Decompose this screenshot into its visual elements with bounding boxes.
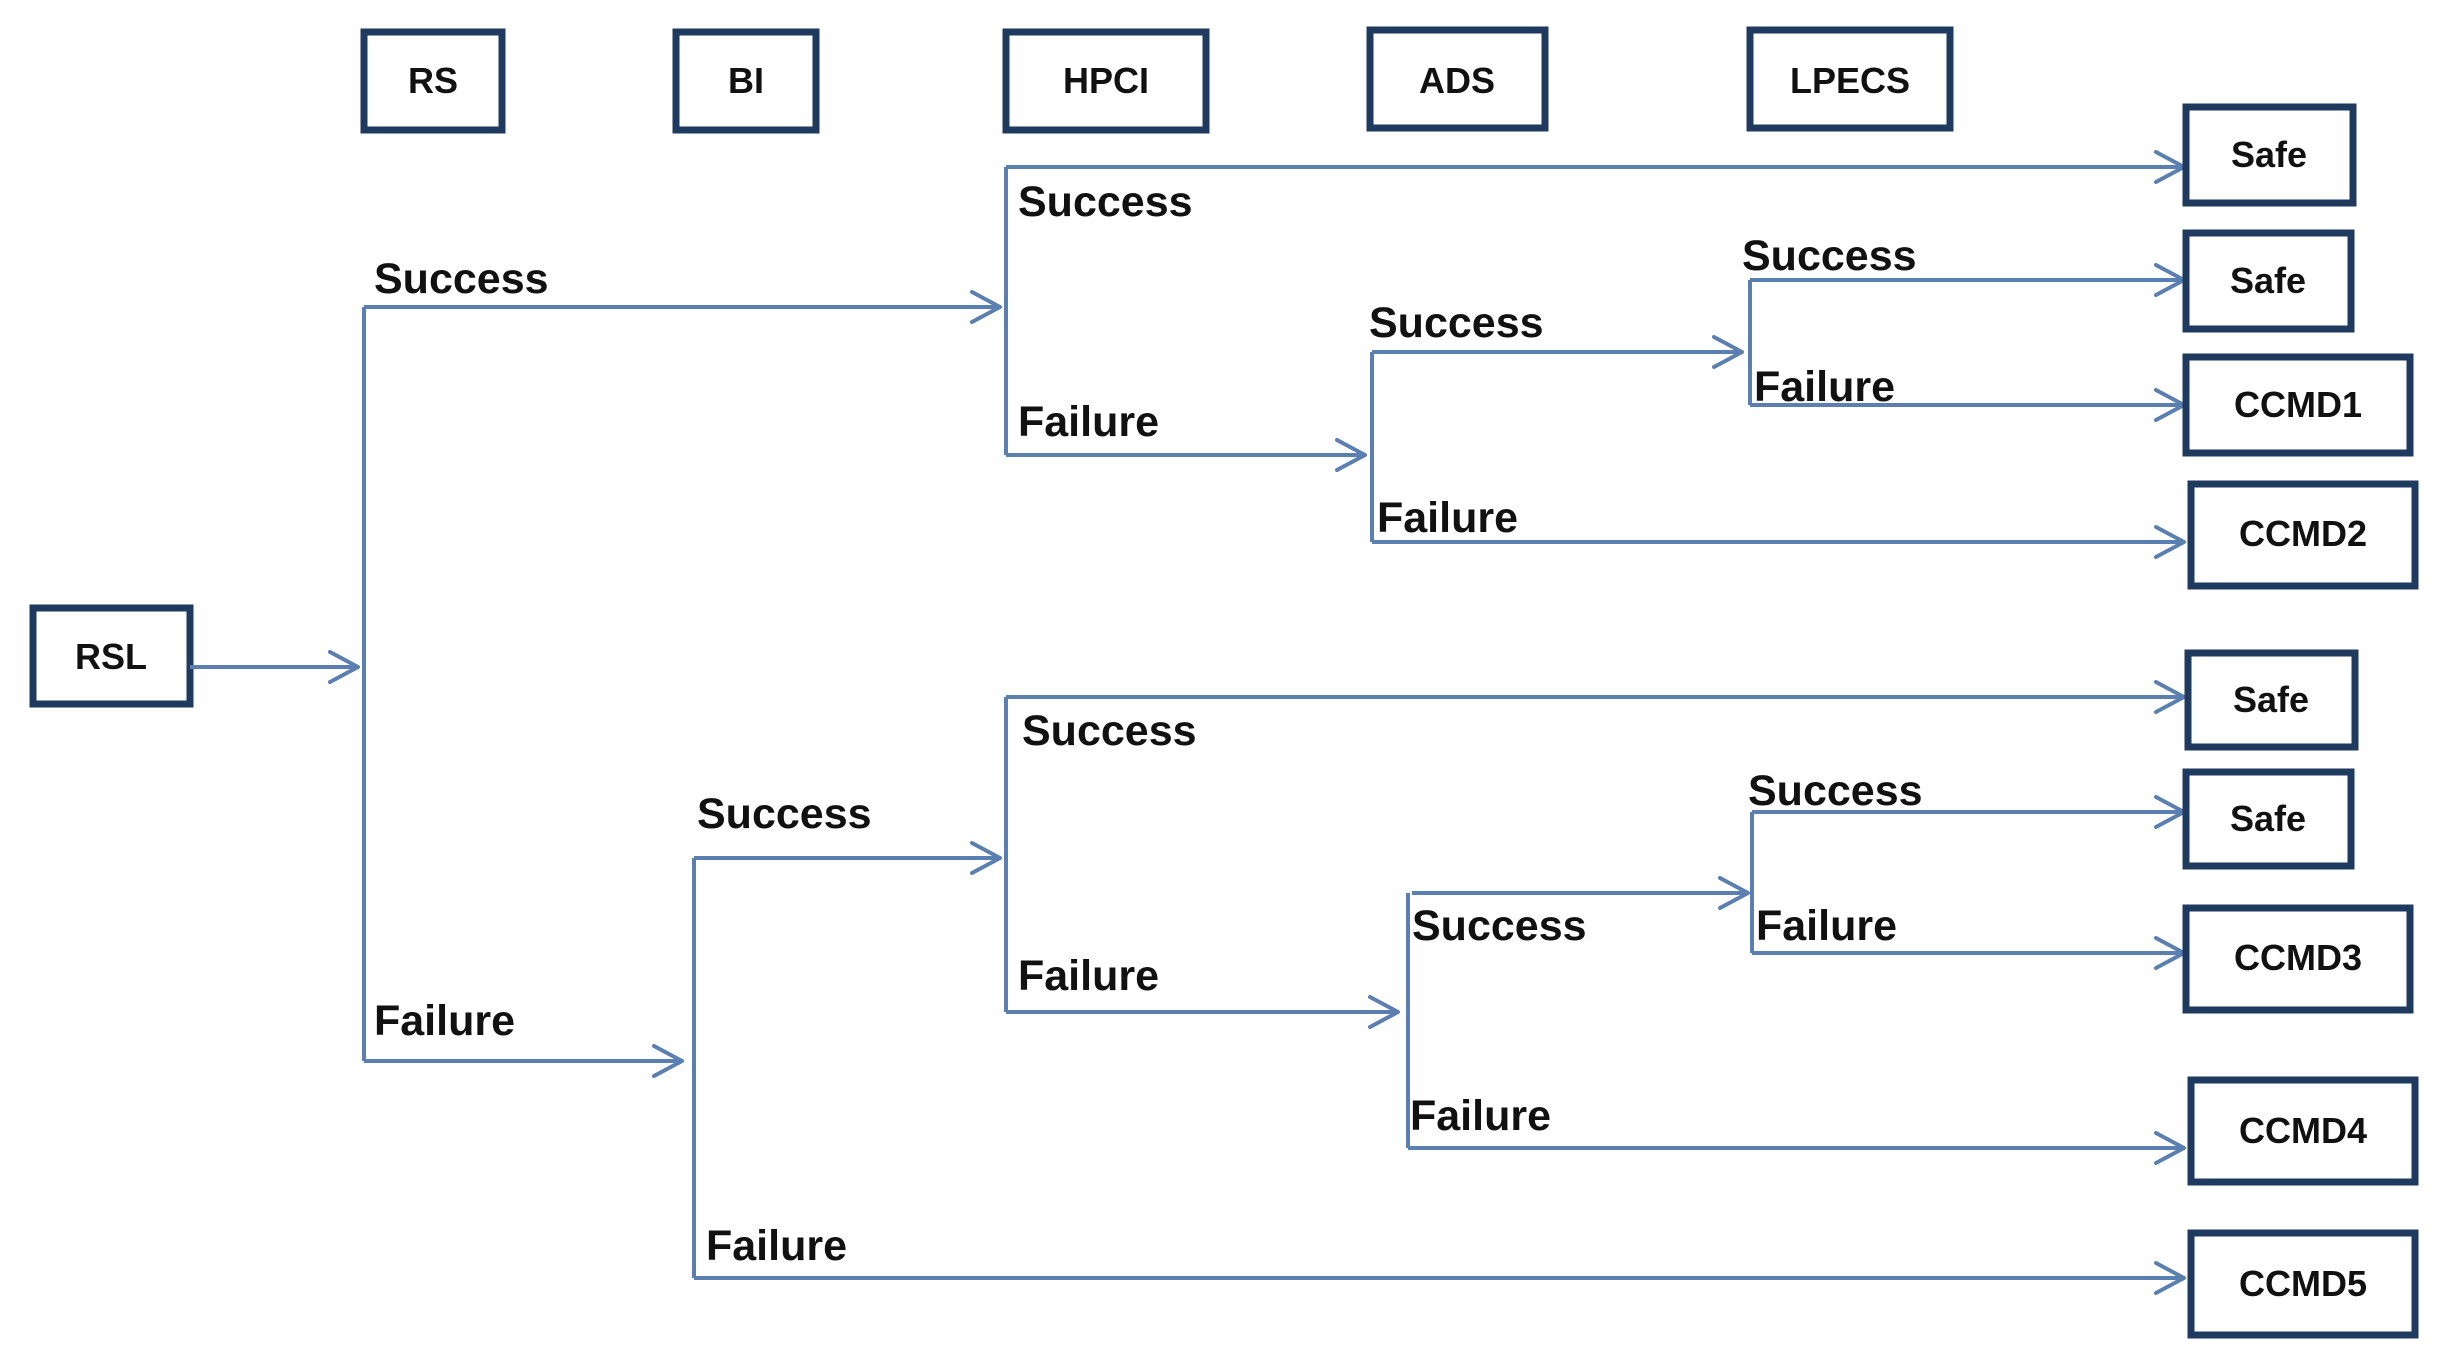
- outcome-7-label: CCMD3: [2234, 937, 2362, 978]
- arrow-ads-failure-top: [2154, 525, 2186, 559]
- label-rs-success: Success: [374, 255, 549, 303]
- header-rs: RS: [360, 28, 506, 134]
- header-bi: BI: [672, 28, 820, 134]
- header-ads-label: ADS: [1419, 60, 1495, 101]
- arrow-hpci-failure-bottom: [1368, 995, 1400, 1029]
- outcome-3: CCMD1: [2182, 353, 2414, 457]
- arrow-hpci-success-bottom: [2154, 680, 2186, 714]
- label-ads-failure-bottom: Failure: [1410, 1092, 1551, 1140]
- arrow-ads-success-top: [1712, 335, 1744, 369]
- arrow-rs-failure: [652, 1044, 684, 1078]
- label-hpci-failure-bottom: Failure: [1018, 952, 1159, 1000]
- outcome-7: CCMD3: [2182, 904, 2414, 1014]
- header-hpci-label: HPCI: [1063, 60, 1149, 101]
- header-ads: ADS: [1366, 26, 1549, 132]
- outcome-1: Safe: [2182, 103, 2357, 207]
- outcome-2-label: Safe: [2230, 260, 2306, 301]
- label-lpecs-success-top: Success: [1742, 232, 1917, 280]
- arrowheads: [328, 150, 2186, 1295]
- outcome-6-label: Safe: [2230, 798, 2306, 839]
- label-bi-success: Success: [697, 790, 872, 838]
- outcome-9: CCMD5: [2187, 1229, 2419, 1339]
- label-hpci-failure-top: Failure: [1018, 398, 1159, 446]
- outcome-9-label: CCMD5: [2239, 1263, 2367, 1304]
- outcome-2: Safe: [2182, 229, 2355, 333]
- tree-lines: [190, 165, 2184, 1280]
- arrow-bi-success: [970, 841, 1002, 875]
- outcome-1-label: Safe: [2231, 134, 2307, 175]
- label-ads-failure-top: Failure: [1377, 494, 1518, 542]
- label-lpecs-success-bottom: Success: [1748, 767, 1923, 815]
- arrow-bi-failure: [2154, 1261, 2186, 1295]
- outcome-5-label: Safe: [2233, 679, 2309, 720]
- outcome-3-label: CCMD1: [2234, 384, 2362, 425]
- label-hpci-success-bottom: Success: [1022, 707, 1197, 755]
- outcome-8-label: CCMD4: [2239, 1110, 2367, 1151]
- label-hpci-success-top: Success: [1018, 178, 1193, 226]
- arrow-rsl: [328, 650, 360, 684]
- label-lpecs-failure-bottom: Failure: [1756, 902, 1897, 950]
- arrow-ads-failure-bottom: [2154, 1131, 2186, 1165]
- header-rs-label: RS: [408, 60, 458, 101]
- outcome-4: CCMD2: [2187, 480, 2419, 590]
- arrow-rs-success: [970, 290, 1002, 324]
- header-hpci: HPCI: [1002, 28, 1210, 134]
- label-ads-success-bottom: Success: [1412, 902, 1587, 950]
- initiator-rsl-label: RSL: [75, 636, 147, 677]
- outcome-4-label: CCMD2: [2239, 513, 2367, 554]
- label-rs-failure: Failure: [374, 997, 515, 1045]
- header-lpecs-label: LPECS: [1790, 60, 1910, 101]
- label-ads-success-top: Success: [1369, 299, 1544, 347]
- label-lpecs-failure-top: Failure: [1754, 363, 1895, 411]
- outcome-8: CCMD4: [2187, 1076, 2419, 1186]
- arrow-hpci-failure-top: [1335, 438, 1367, 472]
- header-lpecs: LPECS: [1746, 26, 1954, 132]
- initiator-rsl: RSL: [29, 604, 194, 708]
- outcome-5: Safe: [2184, 649, 2359, 751]
- outcome-6: Safe: [2182, 768, 2355, 870]
- branch-labels: Success Failure Success Failure Success …: [374, 178, 1923, 1270]
- label-bi-failure: Failure: [706, 1222, 847, 1270]
- arrow-ads-success-bottom: [1718, 876, 1750, 910]
- header-bi-label: BI: [728, 60, 764, 101]
